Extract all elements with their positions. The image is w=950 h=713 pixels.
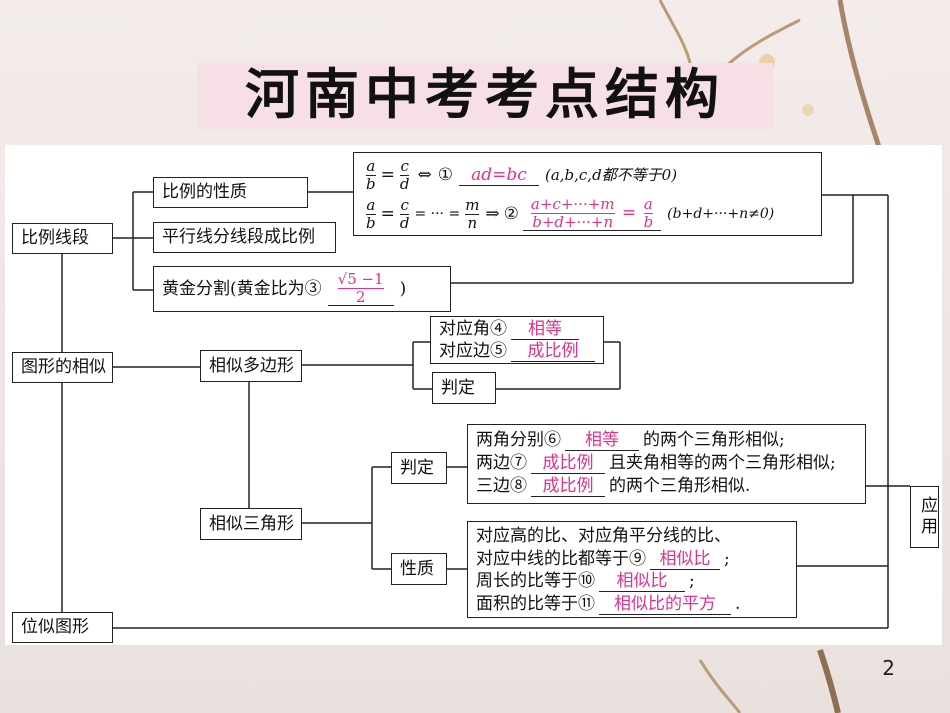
node-polygon-judge: 判定 bbox=[432, 372, 496, 404]
golden-answer: √5 −1 2 bbox=[327, 270, 394, 306]
page-number: 2 bbox=[882, 656, 895, 680]
answer-4: 相等 bbox=[511, 319, 579, 340]
node-golden-section: 黄金分割(黄金比为③ √5 −1 2 ) bbox=[153, 266, 451, 312]
node-ratio-property: 比例的性质 bbox=[153, 177, 308, 208]
node-triangle-judge: 判定 bbox=[391, 452, 447, 484]
formula-1-condition: (a,b,c,d都不等于0) bbox=[544, 165, 678, 184]
answer-8: 成比例 bbox=[531, 476, 605, 497]
node-similar-triangles: 相似三角形 bbox=[200, 508, 302, 540]
golden-num: √5 −1 bbox=[337, 270, 384, 288]
node-ratio-segment: 比例线段 bbox=[12, 223, 113, 254]
answer-9: 相似比 bbox=[650, 549, 720, 570]
golden-label: 黄金分割(黄金比为③ bbox=[162, 278, 322, 299]
answer-5: 成比例 bbox=[511, 341, 595, 362]
property-line-1: 对应高的比、对应角平分线的比、 bbox=[476, 526, 731, 546]
answer-1: ad=bc bbox=[458, 165, 539, 186]
node-homothetic-figures: 位似图形 bbox=[12, 612, 113, 643]
answer-10: 相似比 bbox=[599, 571, 685, 592]
node-similar-polygons: 相似多边形 bbox=[200, 350, 302, 382]
golden-den: 2 bbox=[355, 288, 366, 306]
answer-11: 相似比的平方 bbox=[599, 594, 731, 615]
node-application: 应用 bbox=[910, 486, 939, 548]
answer-7: 成比例 bbox=[531, 453, 605, 474]
node-similar-figures: 图形的相似 bbox=[12, 352, 113, 383]
node-parallel-lines: 平行线分线段成比例 bbox=[153, 222, 336, 253]
page-title: 河南中考考点结构 bbox=[245, 63, 725, 126]
formula-2-condition: (b+d+···+n≠0) bbox=[667, 206, 775, 222]
answer-6: 相等 bbox=[565, 430, 639, 451]
node-triangle-property: 性质 bbox=[391, 553, 447, 585]
title-highlight bbox=[197, 63, 773, 129]
golden-close: ) bbox=[399, 278, 407, 299]
